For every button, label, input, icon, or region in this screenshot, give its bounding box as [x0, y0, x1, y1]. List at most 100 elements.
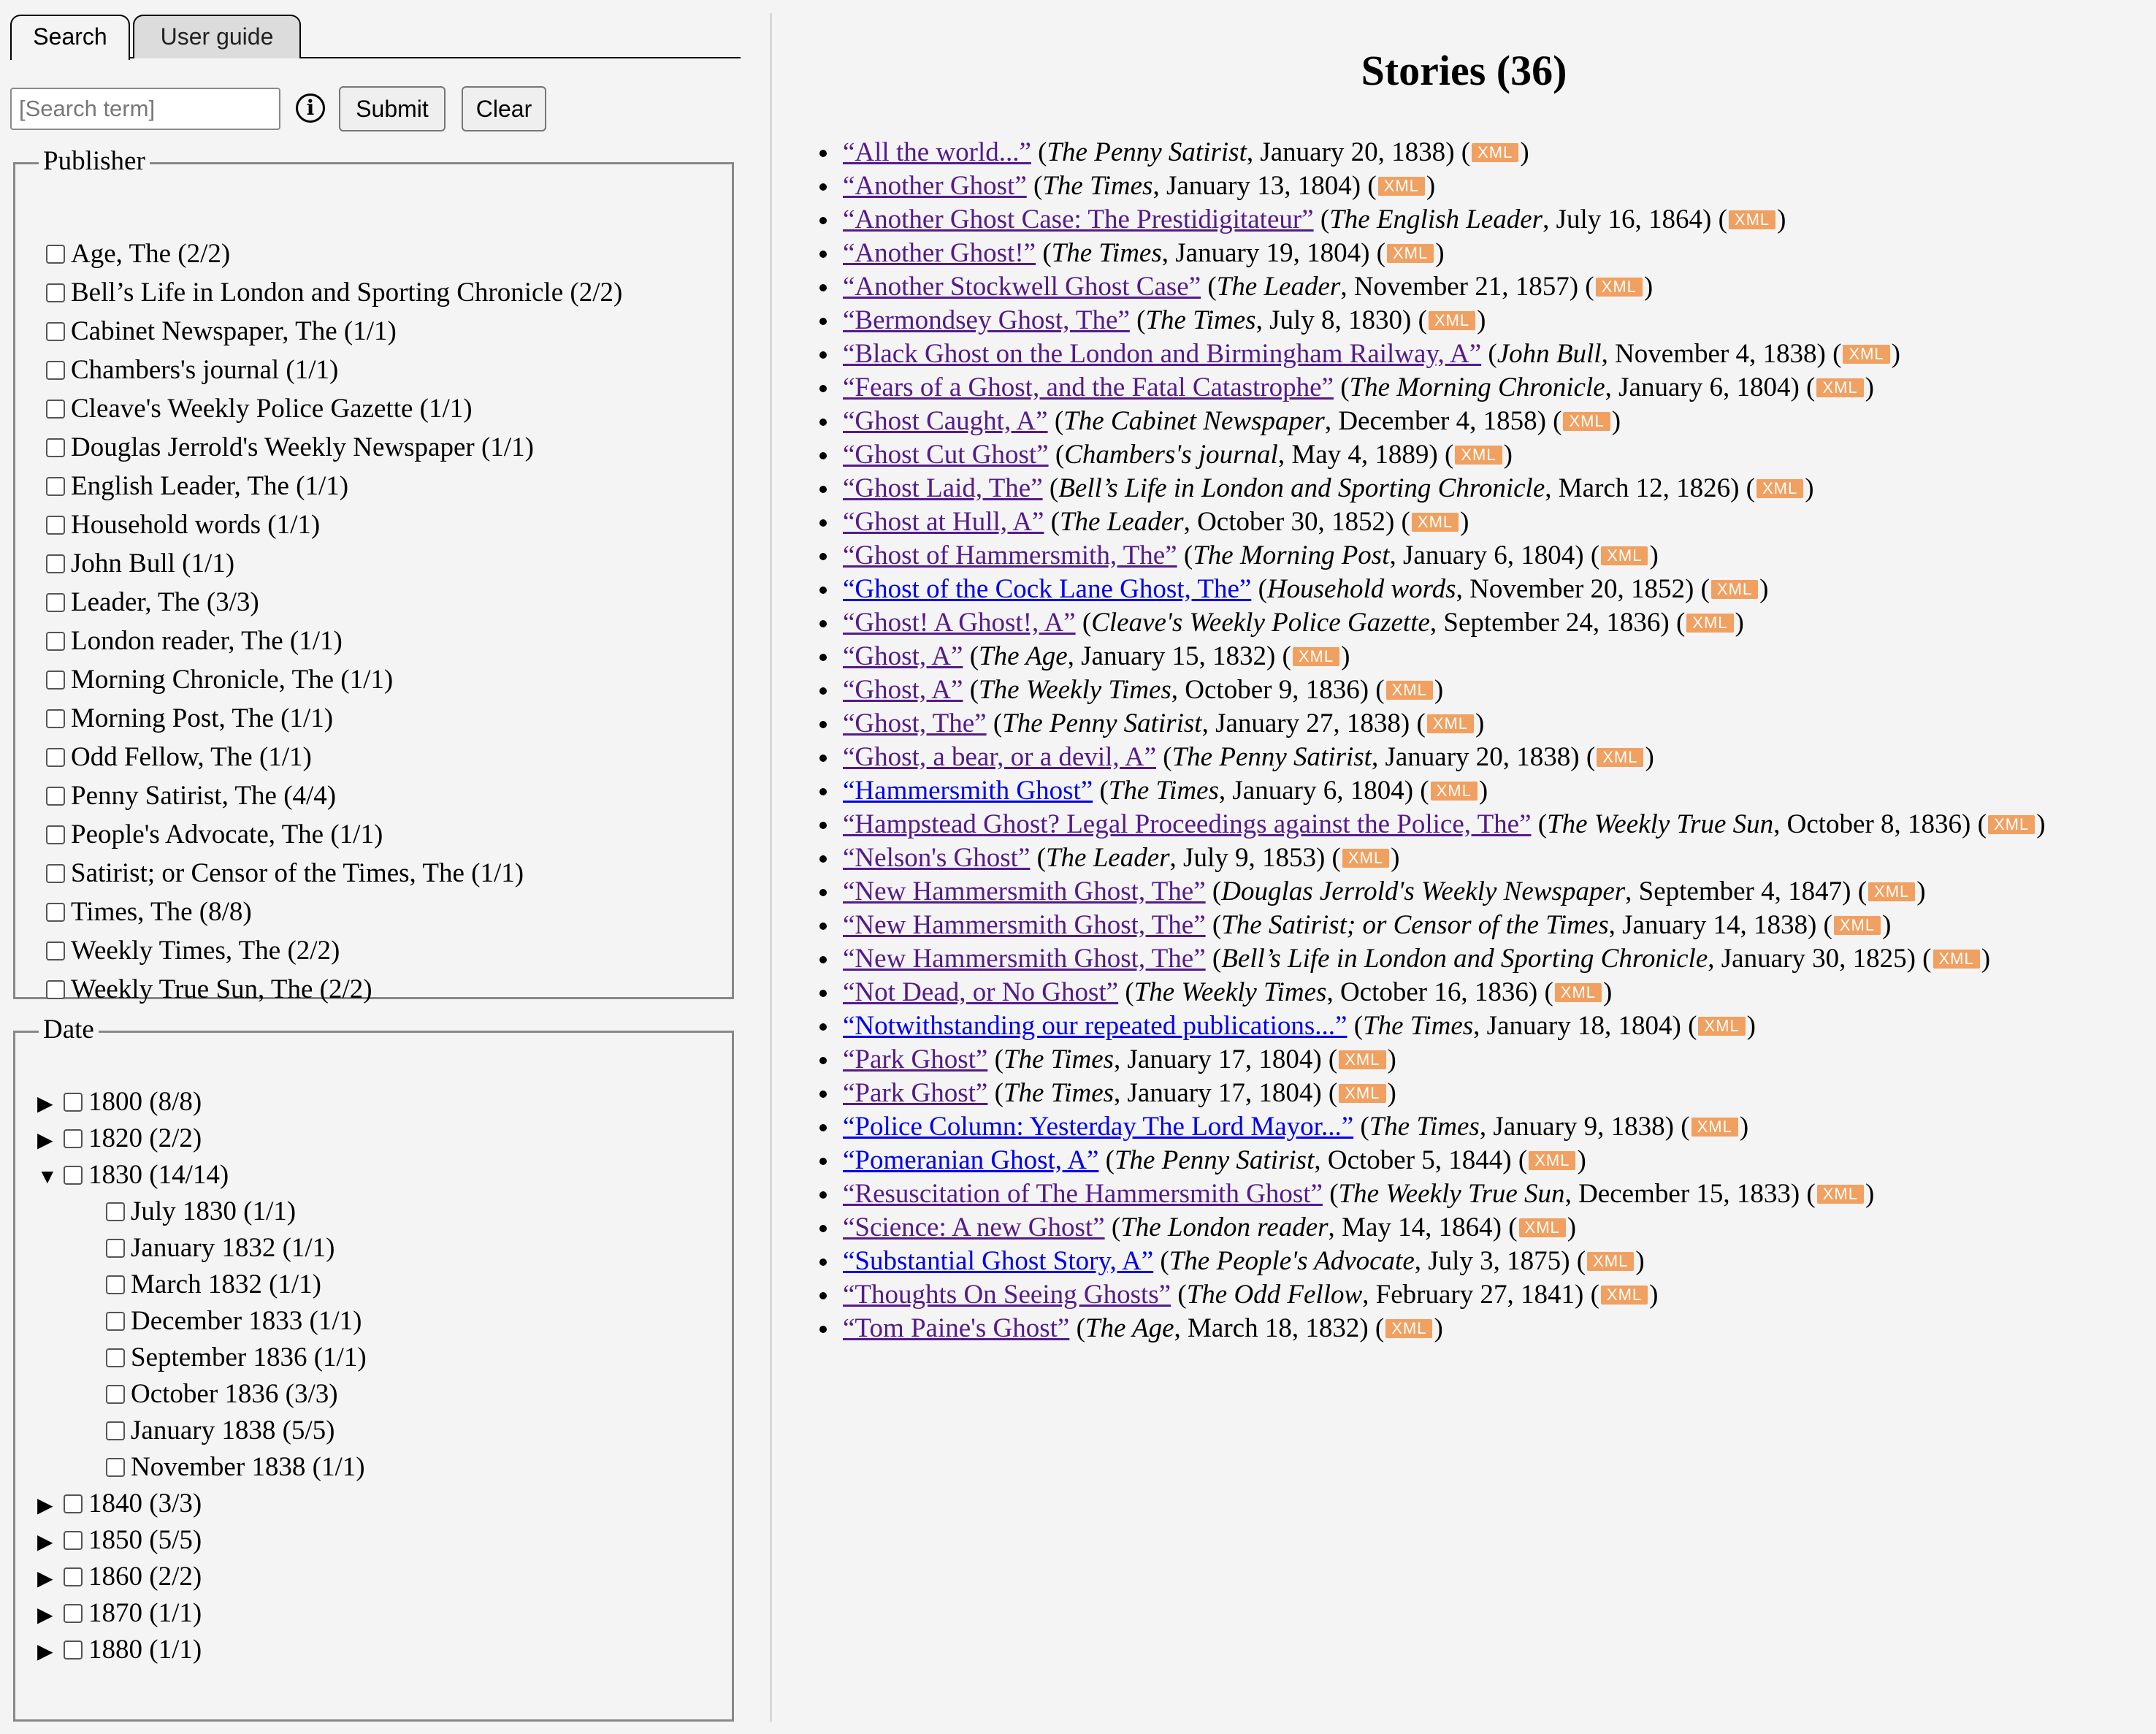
xml-icon[interactable]: XML [1385, 1319, 1433, 1338]
publisher-checkbox[interactable] [46, 554, 65, 573]
panel-divider[interactable] [770, 13, 772, 1722]
month-checkbox[interactable] [106, 1421, 125, 1440]
decade-checkbox[interactable] [64, 1567, 83, 1586]
publisher-option[interactable]: Cleave's Weekly Police Gazette (1/1) [46, 391, 473, 427]
xml-icon[interactable]: XML [1987, 815, 2035, 834]
decade-checkbox[interactable] [64, 1604, 83, 1623]
story-link[interactable]: “Ghost! A Ghost!, A” [843, 608, 1076, 638]
expand-triangle-icon[interactable]: ▶ [37, 1093, 53, 1115]
story-link[interactable]: “Not Dead, or No Ghost” [843, 977, 1119, 1007]
story-link[interactable]: “Pomeranian Ghost, A” [843, 1145, 1099, 1175]
xml-icon[interactable]: XML [1868, 882, 1916, 901]
publisher-checkbox[interactable] [46, 283, 65, 302]
search-input[interactable] [10, 88, 280, 130]
story-link[interactable]: “New Hammersmith Ghost, The” [843, 876, 1206, 906]
publisher-option[interactable]: Weekly True Sun, The (2/2) [46, 971, 372, 1008]
publisher-option[interactable]: Leader, The (3/3) [46, 584, 259, 621]
story-link[interactable]: “All the world...” [843, 137, 1031, 167]
story-link[interactable]: “Bermondsey Ghost, The” [843, 305, 1130, 335]
collapse-triangle-icon[interactable]: ▼ [37, 1166, 58, 1188]
story-link[interactable]: “Another Ghost!” [843, 238, 1036, 268]
xml-icon[interactable]: XML [1756, 479, 1804, 498]
xml-icon[interactable]: XML [1833, 916, 1881, 935]
xml-icon[interactable]: XML [1377, 177, 1425, 196]
xml-icon[interactable]: XML [1728, 210, 1776, 229]
publisher-option[interactable]: Cabinet Newspaper, The (1/1) [46, 313, 397, 350]
month-checkbox[interactable] [106, 1275, 125, 1294]
month-node[interactable]: July 1830 (1/1) [106, 1193, 296, 1230]
month-checkbox[interactable] [106, 1348, 125, 1367]
xml-icon[interactable]: XML [1428, 311, 1476, 330]
story-link[interactable]: “Ghost at Hull, A” [843, 507, 1044, 537]
publisher-checkbox[interactable] [46, 632, 65, 651]
xml-icon[interactable]: XML [1385, 681, 1433, 700]
xml-icon[interactable]: XML [1595, 278, 1643, 297]
xml-icon[interactable]: XML [1816, 378, 1864, 397]
month-checkbox[interactable] [106, 1312, 125, 1331]
xml-icon[interactable]: XML [1698, 1017, 1746, 1036]
month-node[interactable]: September 1836 (1/1) [106, 1340, 367, 1376]
decade-checkbox[interactable] [64, 1129, 83, 1148]
story-link[interactable]: “Ghost, A” [843, 641, 963, 671]
month-node[interactable]: November 1838 (1/1) [106, 1449, 365, 1486]
publisher-option[interactable]: Morning Post, The (1/1) [46, 700, 333, 737]
publisher-checkbox[interactable] [46, 709, 65, 728]
publisher-checkbox[interactable] [46, 438, 65, 457]
decade-node[interactable]: ▶1820 (2/2) [37, 1120, 202, 1157]
story-link[interactable]: “Another Stockwell Ghost Case” [843, 272, 1201, 302]
info-icon[interactable]: i [296, 93, 325, 123]
xml-icon[interactable]: XML [1601, 546, 1648, 565]
publisher-checkbox[interactable] [46, 245, 65, 264]
decade-node[interactable]: ▶1800 (8/8) [37, 1084, 202, 1120]
story-link[interactable]: “Resuscitation of The Hammersmith Ghost” [843, 1179, 1323, 1209]
xml-icon[interactable]: XML [1563, 412, 1610, 431]
xml-icon[interactable]: XML [1339, 1084, 1386, 1103]
story-link[interactable]: “Hammersmith Ghost” [843, 776, 1093, 806]
xml-icon[interactable]: XML [1529, 1151, 1576, 1170]
xml-icon[interactable]: XML [1843, 345, 1890, 364]
story-link[interactable]: “Ghost, A” [843, 675, 963, 705]
expand-triangle-icon[interactable]: ▶ [37, 1129, 53, 1152]
submit-button[interactable]: Submit [339, 86, 446, 131]
story-link[interactable]: “Ghost Caught, A” [843, 406, 1048, 436]
xml-icon[interactable]: XML [1386, 244, 1434, 263]
story-link[interactable]: “Park Ghost” [843, 1078, 988, 1108]
story-link[interactable]: “Another Ghost Case: The Prestidigitateu… [843, 205, 1314, 234]
month-node[interactable]: January 1832 (1/1) [106, 1230, 335, 1267]
story-link[interactable]: “Ghost, a bear, or a devil, A” [843, 742, 1157, 772]
xml-icon[interactable]: XML [1426, 714, 1475, 733]
story-link[interactable]: “Police Column: Yesterday The Lord Mayor… [843, 1112, 1354, 1142]
publisher-option[interactable]: Morning Chronicle, The (1/1) [46, 662, 393, 698]
publisher-checkbox[interactable] [46, 980, 65, 999]
story-link[interactable]: “New Hammersmith Ghost, The” [843, 910, 1206, 940]
story-link[interactable]: “Ghost Cut Ghost” [843, 440, 1049, 470]
decade-node[interactable]: ▼1830 (14/14) [37, 1157, 229, 1193]
xml-icon[interactable]: XML [1411, 513, 1459, 532]
month-node[interactable]: December 1833 (1/1) [106, 1303, 362, 1340]
story-link[interactable]: “Black Ghost on the London and Birmingha… [843, 339, 1482, 369]
xml-icon[interactable]: XML [1597, 748, 1644, 767]
story-link[interactable]: “Another Ghost” [843, 171, 1027, 201]
story-link[interactable]: “Fears of a Ghost, and the Fatal Catastr… [843, 373, 1334, 402]
story-link[interactable]: “Substantial Ghost Story, A” [843, 1246, 1154, 1276]
publisher-checkbox[interactable] [46, 903, 65, 922]
decade-node[interactable]: ▶1870 (1/1) [37, 1595, 202, 1632]
story-link[interactable]: “New Hammersmith Ghost, The” [843, 944, 1206, 974]
story-link[interactable]: “Hampstead Ghost? Legal Proceedings agai… [843, 809, 1532, 839]
expand-triangle-icon[interactable]: ▶ [37, 1641, 53, 1663]
month-checkbox[interactable] [106, 1202, 125, 1221]
decade-node[interactable]: ▶1860 (2/2) [37, 1559, 202, 1595]
xml-icon[interactable]: XML [1587, 1252, 1635, 1271]
publisher-option[interactable]: Douglas Jerrold's Weekly Newspaper (1/1) [46, 429, 534, 466]
xml-icon[interactable]: XML [1455, 446, 1502, 465]
decade-node[interactable]: ▶1850 (5/5) [37, 1522, 202, 1559]
expand-triangle-icon[interactable]: ▶ [37, 1567, 53, 1590]
decade-checkbox[interactable] [64, 1166, 83, 1185]
publisher-option[interactable]: Times, The (8/8) [46, 894, 252, 931]
publisher-checkbox[interactable] [46, 748, 65, 767]
xml-icon[interactable]: XML [1339, 1050, 1386, 1069]
xml-icon[interactable]: XML [1686, 614, 1734, 633]
publisher-checkbox[interactable] [46, 671, 65, 690]
story-link[interactable]: “Nelson's Ghost” [843, 843, 1031, 873]
decade-node[interactable]: ▶1880 (1/1) [37, 1632, 202, 1668]
